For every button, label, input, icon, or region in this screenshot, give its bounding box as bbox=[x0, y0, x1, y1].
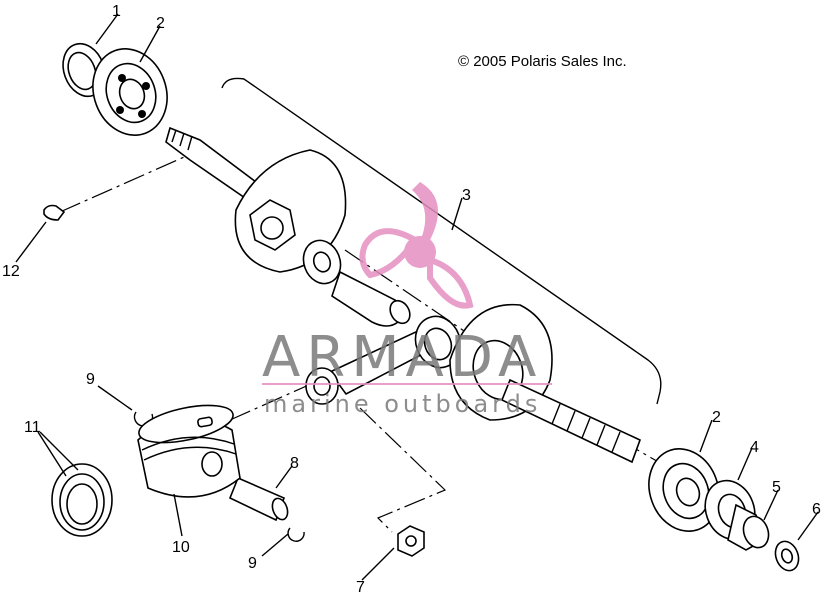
leader-2b bbox=[699, 419, 713, 453]
main-bearing-top bbox=[92, 48, 168, 136]
callout-2-top: 2 bbox=[156, 15, 165, 32]
crankshaft-left-half bbox=[165, 126, 347, 285]
callout-3: 3 bbox=[462, 187, 471, 204]
crankshaft-assembly-bracket bbox=[221, 77, 662, 405]
leader-9a bbox=[97, 385, 133, 411]
callout-9-top: 9 bbox=[86, 371, 95, 388]
leader-11 bbox=[37, 431, 79, 477]
piston-rings bbox=[51, 463, 113, 537]
leader-9b bbox=[261, 533, 289, 557]
copyright-text: © 2005 Polaris Sales Inc. bbox=[458, 53, 627, 70]
leader-5 bbox=[763, 489, 779, 521]
armada-watermark: ARMADA marine outboards bbox=[262, 182, 552, 418]
callout-5: 5 bbox=[772, 479, 781, 496]
callout-2-bottom: 2 bbox=[712, 409, 721, 426]
watermark-name: ARMADA bbox=[262, 325, 542, 390]
leader-10 bbox=[173, 493, 183, 537]
callout-11: 11 bbox=[24, 419, 41, 436]
leader-6 bbox=[797, 511, 819, 541]
piston-pin bbox=[228, 476, 289, 522]
crank-pin bbox=[331, 270, 411, 327]
piston-rod-alignment-line bbox=[229, 379, 321, 421]
callout-4: 4 bbox=[750, 439, 759, 456]
leader-4 bbox=[737, 447, 753, 481]
main-bearing-bottom bbox=[648, 448, 720, 532]
leader-8 bbox=[275, 465, 293, 489]
leader-1 bbox=[95, 13, 119, 45]
woodruff-key bbox=[43, 204, 66, 221]
callout-6: 6 bbox=[812, 501, 821, 518]
propeller-logo-icon bbox=[359, 182, 474, 309]
nut-alignment-line bbox=[359, 407, 447, 533]
callout-10: 10 bbox=[172, 539, 190, 556]
connecting-rod bbox=[305, 315, 462, 405]
leader-3 bbox=[451, 197, 463, 231]
piston bbox=[137, 404, 241, 498]
callout-1: 1 bbox=[112, 3, 121, 20]
lock-nut bbox=[774, 540, 800, 572]
callout-8: 8 bbox=[290, 455, 299, 472]
key-alignment-line bbox=[59, 149, 201, 213]
leader-7 bbox=[361, 547, 395, 581]
rod-nut bbox=[397, 525, 425, 557]
spacer-collar bbox=[727, 503, 770, 551]
watermark-tagline: marine outboards bbox=[264, 390, 541, 418]
callout-9-bottom: 9 bbox=[248, 555, 257, 572]
leader-2a bbox=[139, 25, 161, 63]
leader-12 bbox=[15, 221, 47, 263]
callout-7: 7 bbox=[356, 579, 365, 593]
callout-12: 12 bbox=[2, 263, 20, 280]
circlip-bottom bbox=[287, 527, 305, 542]
